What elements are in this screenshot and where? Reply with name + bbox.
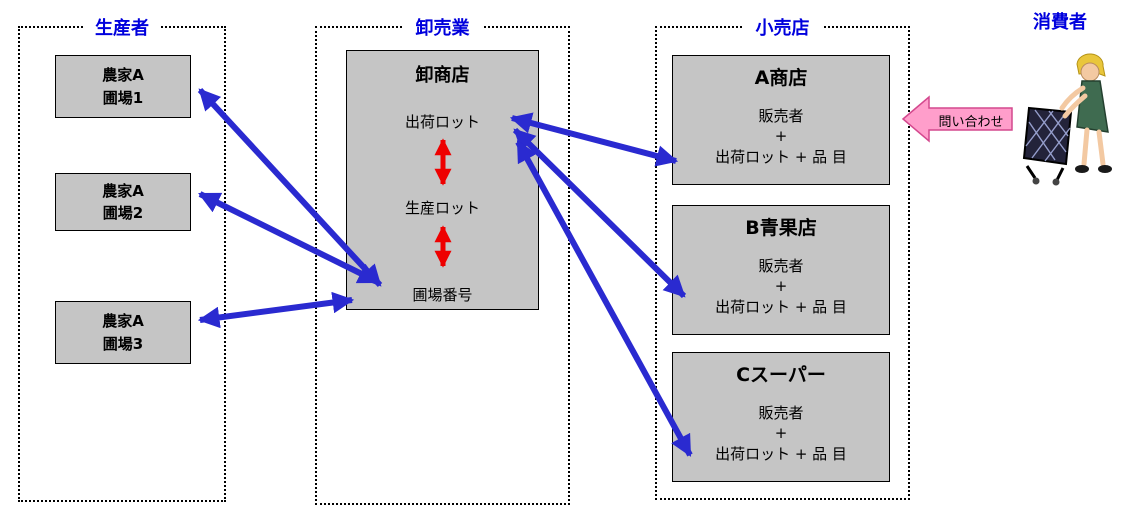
farm-box-3: 農家A 圃場3 bbox=[55, 301, 191, 364]
wholesale-item-field-no: 圃場番号 bbox=[412, 286, 473, 304]
wholesale-store-box: 卸商店 出荷ロット 生産ロット 圃場番号 bbox=[346, 50, 539, 310]
farm2-line1: 農家A bbox=[102, 181, 144, 200]
storeC-plus: + bbox=[774, 424, 788, 443]
wholesale-title: 卸売業 bbox=[403, 14, 482, 40]
farm3-line2: 圃場3 bbox=[102, 334, 144, 353]
wholesale-item-prod-lot: 生産ロット bbox=[404, 199, 480, 217]
farm2-line2: 圃場2 bbox=[102, 204, 144, 222]
storeA-plus: + bbox=[774, 127, 788, 146]
storeB-name: B青果店 bbox=[745, 217, 817, 239]
storeB-lot: 出荷ロット + 品 目 bbox=[715, 297, 847, 316]
retail-store-box-b: B青果店 販売者 + 出荷ロット + 品 目 bbox=[672, 205, 890, 335]
shopping-basket-icon bbox=[1022, 106, 1073, 186]
farm-box-1: 農家A 圃場1 bbox=[55, 55, 191, 118]
retail-title: 小売店 bbox=[743, 14, 822, 40]
inquiry-label: 問い合わせ bbox=[938, 115, 1004, 130]
farm1-line1: 農家A bbox=[102, 66, 144, 84]
storeC-name: Cスーパー bbox=[736, 364, 826, 386]
storeA-seller: 販売者 bbox=[758, 107, 804, 125]
storeA-name: A商店 bbox=[754, 67, 808, 89]
storeB-plus: + bbox=[774, 277, 788, 296]
storeA-lot: 出荷ロット + 品 目 bbox=[715, 147, 847, 166]
wholesale-store-name: 卸商店 bbox=[415, 65, 470, 86]
farm1-line2: 圃場1 bbox=[102, 88, 144, 107]
storeB-seller: 販売者 bbox=[758, 257, 804, 275]
consumer-title: 消費者 bbox=[1033, 12, 1087, 33]
retail-store-box-a: A商店 販売者 + 出荷ロット + 品 目 bbox=[672, 55, 890, 185]
storeC-seller: 販売者 bbox=[758, 404, 804, 422]
producers-title: 生産者 bbox=[83, 14, 161, 40]
consumer-clipart-icon bbox=[1015, 48, 1127, 197]
storeC-lot: 出荷ロット + 品 目 bbox=[715, 444, 847, 463]
farm-box-2: 農家A 圃場2 bbox=[55, 173, 191, 231]
shopper-figure-icon bbox=[1059, 53, 1112, 173]
wholesale-item-ship-lot: 出荷ロット bbox=[404, 113, 480, 131]
retail-store-box-c: Cスーパー 販売者 + 出荷ロット + 品 目 bbox=[672, 352, 890, 482]
farm3-line1: 農家A bbox=[102, 312, 144, 330]
